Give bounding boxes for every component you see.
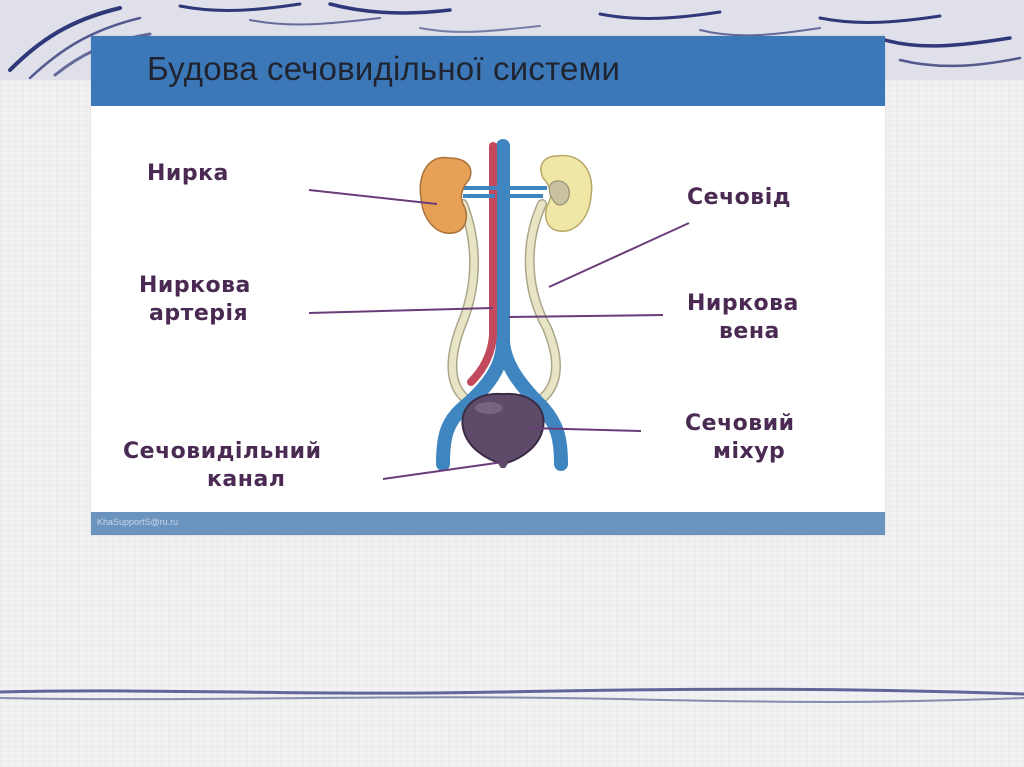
label-renal-artery: Ниркова артерія [139, 272, 251, 328]
label-bladder-line2: міхур [685, 438, 795, 466]
pointer-renal-vein [509, 315, 663, 317]
slide-panel: Будова сечовидільної системи [91, 36, 885, 535]
footer-credit: KhaSupportS@ru.ru [97, 517, 178, 527]
decorative-bottom-band [0, 680, 1024, 710]
label-renal-vein-line1: Ниркова [687, 290, 799, 318]
pointer-ureter [549, 223, 689, 287]
label-urethra: Сечовидільний канал [123, 438, 321, 494]
label-kidney: Нирка [147, 160, 229, 188]
label-bladder-line1: Сечовий [685, 410, 795, 438]
label-renal-vein-line2: вена [687, 318, 799, 346]
pointer-kidney [309, 190, 437, 204]
footer-bar: KhaSupportS@ru.ru [91, 512, 885, 535]
label-renal-artery-line1: Ниркова [139, 272, 251, 300]
label-urethra-line1: Сечовидільний [123, 438, 321, 466]
label-renal-vein: Ниркова вена [687, 290, 799, 346]
label-urethra-line2: канал [123, 466, 321, 494]
label-bladder: Сечовий міхур [685, 410, 795, 466]
label-renal-artery-line2: артерія [139, 300, 251, 328]
label-ureter: Сечовід [687, 184, 791, 212]
pointer-bladder [529, 428, 641, 431]
